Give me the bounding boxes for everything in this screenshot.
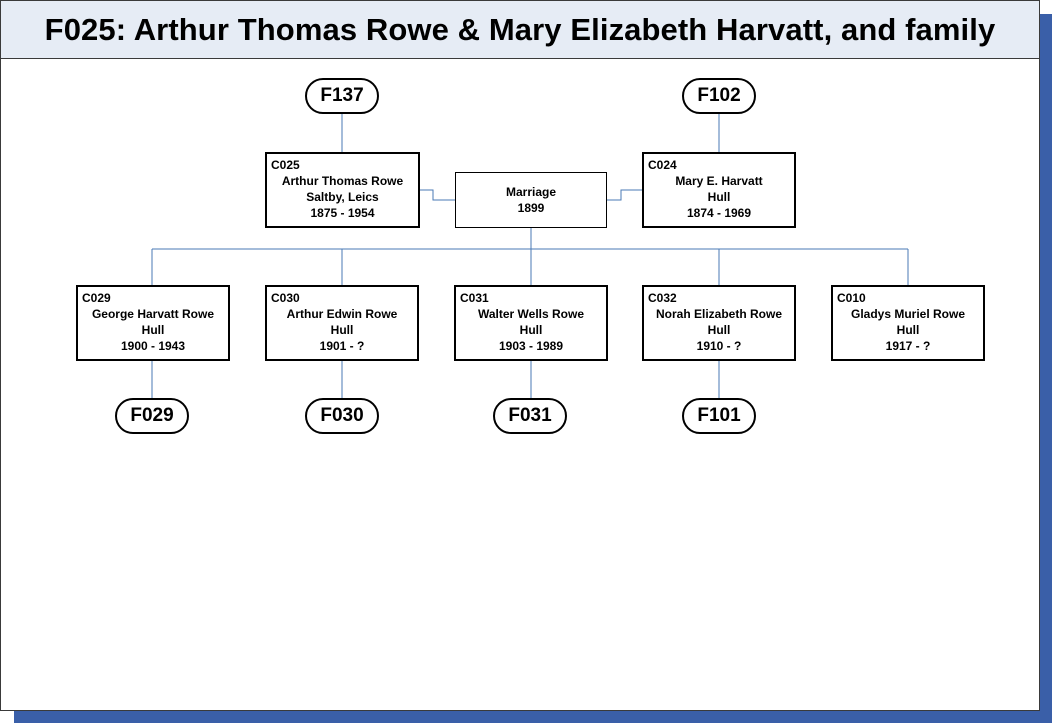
connector-lines xyxy=(151,114,909,398)
person-name: Mary E. Harvatt xyxy=(675,174,763,188)
person-name: Arthur Edwin Rowe xyxy=(286,307,398,321)
person-name: Arthur Thomas Rowe xyxy=(281,174,404,188)
person-dates: 1875 - 1954 xyxy=(310,206,375,220)
person-code: C030 xyxy=(271,291,300,305)
person-place: Hull xyxy=(707,323,731,337)
family-link-mother-parents[interactable]: F102 xyxy=(682,78,756,114)
person-place: Hull xyxy=(330,323,354,337)
family-link-father-parents[interactable]: F137 xyxy=(305,78,379,114)
person-name: Norah Elizabeth Rowe xyxy=(655,307,783,321)
person-name: Gladys Muriel Rowe xyxy=(850,307,966,321)
person-code: C010 xyxy=(837,291,866,305)
person-name: Walter Wells Rowe xyxy=(477,307,585,321)
person-box-child-1[interactable]: C029 George Harvatt Rowe Hull 1900 - 194… xyxy=(76,285,230,361)
connector-mother-marriage xyxy=(607,189,642,201)
person-place: Hull xyxy=(707,190,731,204)
person-code: C032 xyxy=(648,291,677,305)
family-chart-page: F025: Arthur Thomas Rowe & Mary Elizabet… xyxy=(0,0,1040,711)
person-dates: 1874 - 1969 xyxy=(686,206,752,220)
person-code: C024 xyxy=(648,158,677,172)
person-dates: 1900 - 1943 xyxy=(120,339,186,353)
family-link-child-2[interactable]: F030 xyxy=(305,398,379,434)
person-name: George Harvatt Rowe xyxy=(91,307,215,321)
person-box-mother[interactable]: C024 Mary E. Harvatt Hull 1874 - 1969 xyxy=(642,152,796,228)
page-title: F025: Arthur Thomas Rowe & Mary Elizabet… xyxy=(44,11,996,47)
person-dates: 1901 - ? xyxy=(319,339,365,353)
person-dates: 1910 - ? xyxy=(696,339,742,353)
person-place: Saltby, Leics xyxy=(306,190,379,204)
marriage-label: Marriage xyxy=(505,185,557,199)
person-place: Hull xyxy=(896,323,920,337)
marriage-box: Marriage 1899 xyxy=(455,172,607,228)
person-box-child-4[interactable]: C032 Norah Elizabeth Rowe Hull 1910 - ? xyxy=(642,285,796,361)
family-link-child-1[interactable]: F029 xyxy=(115,398,189,434)
person-place: Hull xyxy=(141,323,165,337)
title-bar: F025: Arthur Thomas Rowe & Mary Elizabet… xyxy=(1,1,1039,59)
family-link-child-4[interactable]: F101 xyxy=(682,398,756,434)
person-box-child-2[interactable]: C030 Arthur Edwin Rowe Hull 1901 - ? xyxy=(265,285,419,361)
person-dates: 1903 - 1989 xyxy=(498,339,564,353)
connector-father-marriage xyxy=(419,189,455,201)
person-code: C025 xyxy=(271,158,300,172)
person-code: C029 xyxy=(82,291,111,305)
person-box-father[interactable]: C025 Arthur Thomas Rowe Saltby, Leics 18… xyxy=(265,152,420,228)
family-link-child-3[interactable]: F031 xyxy=(493,398,567,434)
person-box-child-5[interactable]: C010 Gladys Muriel Rowe Hull 1917 - ? xyxy=(831,285,985,361)
person-place: Hull xyxy=(519,323,543,337)
person-code: C031 xyxy=(460,291,489,305)
marriage-year: 1899 xyxy=(517,201,545,215)
person-box-child-3[interactable]: C031 Walter Wells Rowe Hull 1903 - 1989 xyxy=(454,285,608,361)
person-dates: 1917 - ? xyxy=(885,339,931,353)
